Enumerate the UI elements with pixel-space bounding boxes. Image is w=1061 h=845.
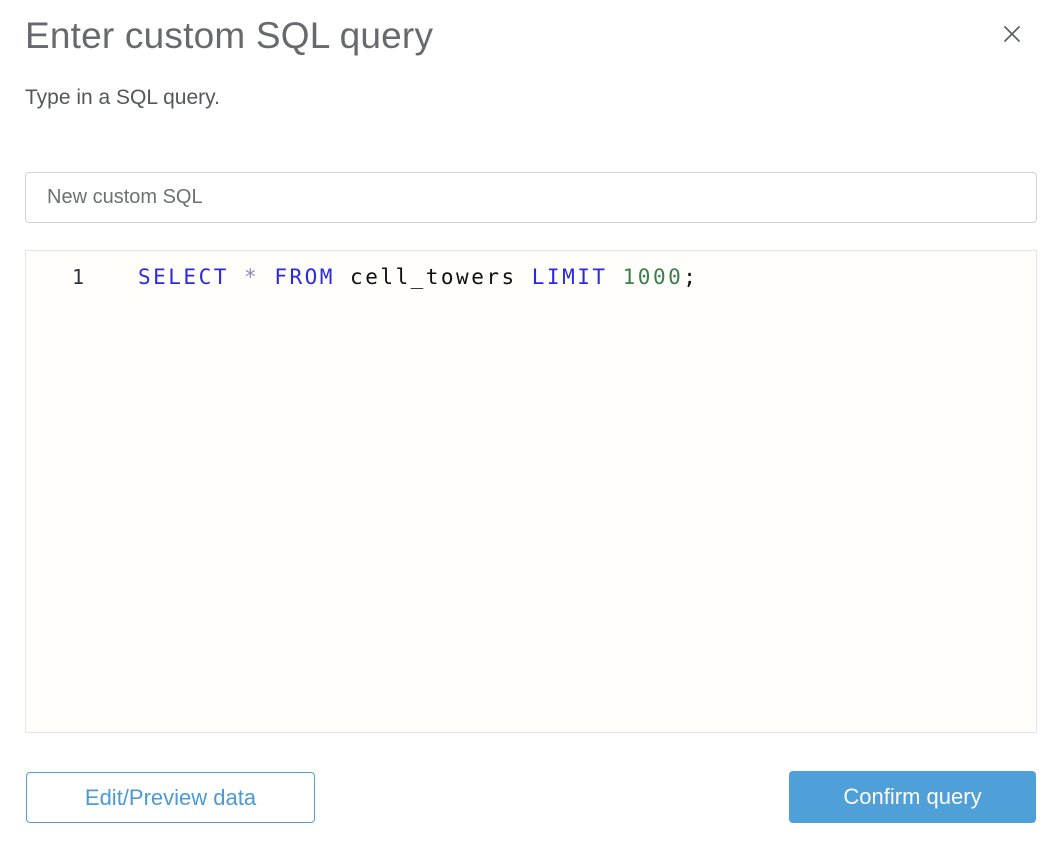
sql-token: FROM: [274, 265, 335, 289]
sql-token: cell_towers: [334, 265, 532, 289]
dialog-title: Enter custom SQL query: [25, 15, 434, 56]
sql-token: ;: [683, 265, 699, 289]
close-icon: [1004, 26, 1020, 42]
sql-code-editor[interactable]: 1 SELECT * FROM cell_towers LIMIT 1000;: [25, 250, 1037, 733]
line-number: 1: [71, 265, 84, 289]
edit-preview-data-button[interactable]: Edit/Preview data: [26, 772, 315, 823]
custom-sql-name-input[interactable]: [25, 172, 1037, 223]
confirm-query-button[interactable]: Confirm query: [789, 771, 1036, 823]
sql-token: 1000: [622, 265, 684, 289]
sql-token: LIMIT: [531, 265, 608, 289]
sql-token: [259, 265, 274, 289]
dialog-subtitle: Type in a SQL query.: [25, 86, 220, 109]
sql-token: [229, 265, 244, 289]
sql-token: [608, 265, 623, 289]
sql-code-line: SELECT * FROM cell_towers LIMIT 1000;: [84, 251, 698, 292]
editor-gutter: 1: [26, 251, 84, 292]
close-button[interactable]: [999, 21, 1025, 47]
sql-token: SELECT: [138, 265, 229, 289]
sql-token: *: [244, 265, 260, 289]
sql-code-tokens: SELECT * FROM cell_towers LIMIT 1000;: [138, 265, 698, 289]
